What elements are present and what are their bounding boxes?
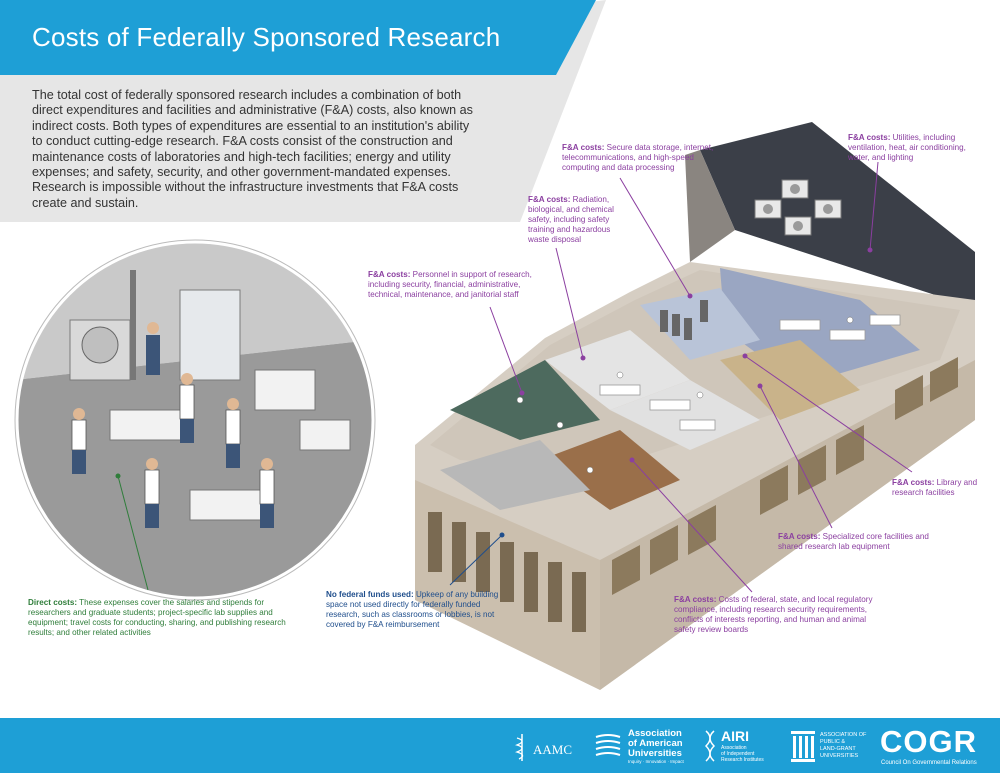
logo-airi-sub2: of Independent	[721, 751, 755, 757]
lobby-room	[440, 440, 590, 510]
logo-aau[interactable]: Association of American Universities Inq…	[594, 726, 694, 766]
logo-aamc[interactable]: AAMC	[515, 728, 580, 764]
dna-helix-icon	[704, 730, 716, 762]
logo-aplu-line1: ASSOCIATION OF	[820, 732, 867, 738]
logo-aau-tagline: Inquiry · Innovation · Impact	[628, 759, 684, 764]
stairwell	[450, 360, 600, 440]
logo-airi-sub1: Association	[721, 745, 747, 751]
logo-aamc-text: AAMC	[533, 742, 573, 757]
callout-core-facilities: F&A costs: Specialized core facilities a…	[778, 532, 929, 551]
logo-aplu-line4: UNIVERSITIES	[820, 753, 859, 759]
caduceus-icon	[515, 734, 524, 761]
callout-utilities: F&A costs: Utilities, including ventilat…	[848, 133, 966, 162]
page-title: Costs of Federally Sponsored Research	[32, 22, 501, 52]
classroom-room	[540, 430, 680, 510]
logo-aplu-line2: PUBLIC &	[820, 739, 846, 745]
logo-cogr[interactable]: COGR Council On Governmental Relations	[880, 722, 990, 770]
logo-cogr-sub: Council On Governmental Relations	[881, 760, 977, 766]
aau-waves-icon	[595, 734, 621, 756]
logo-aplu-line3: LAND-GRANT	[820, 746, 856, 752]
intro-paragraph: The total cost of federally sponsored re…	[32, 88, 473, 210]
callout-library: F&A costs: Library and research faciliti…	[892, 478, 978, 497]
logo-aplu[interactable]: ASSOCIATION OF PUBLIC & LAND-GRANT UNIVE…	[790, 726, 872, 766]
magnified-lab-view	[17, 242, 373, 598]
callout-data-storage: F&A costs: Secure data storage, internet…	[562, 143, 714, 172]
callout-compliance: F&A costs: Costs of federal, state, and …	[674, 595, 873, 634]
logo-airi-sub3: Research Institutes	[721, 757, 764, 763]
footer-bar: AAMC Association of American Universitie…	[0, 718, 1000, 773]
logo-airi-text: AIRI	[721, 728, 749, 744]
logo-aau-line3: Universities	[628, 748, 682, 759]
logo-airi[interactable]: AIRI Association of Independent Research…	[703, 726, 783, 766]
header-background	[0, 0, 606, 222]
logo-aau-line1: Association	[628, 728, 682, 739]
columns-icon	[791, 731, 815, 762]
callout-direct-costs: Direct costs: These expenses cover the s…	[28, 598, 286, 637]
logo-aau-line2: of American	[628, 738, 683, 749]
callout-no-federal-funds: No federal funds used: Upkeep of any bui…	[326, 590, 499, 629]
callout-personnel: F&A costs: Personnel in support of resea…	[368, 270, 532, 299]
logo-cogr-text: COGR	[880, 724, 977, 759]
server-room	[640, 288, 760, 360]
callout-safety: F&A costs: Radiation, biological, and ch…	[528, 195, 614, 244]
library-room	[720, 340, 860, 420]
building-illustration	[14, 122, 975, 690]
